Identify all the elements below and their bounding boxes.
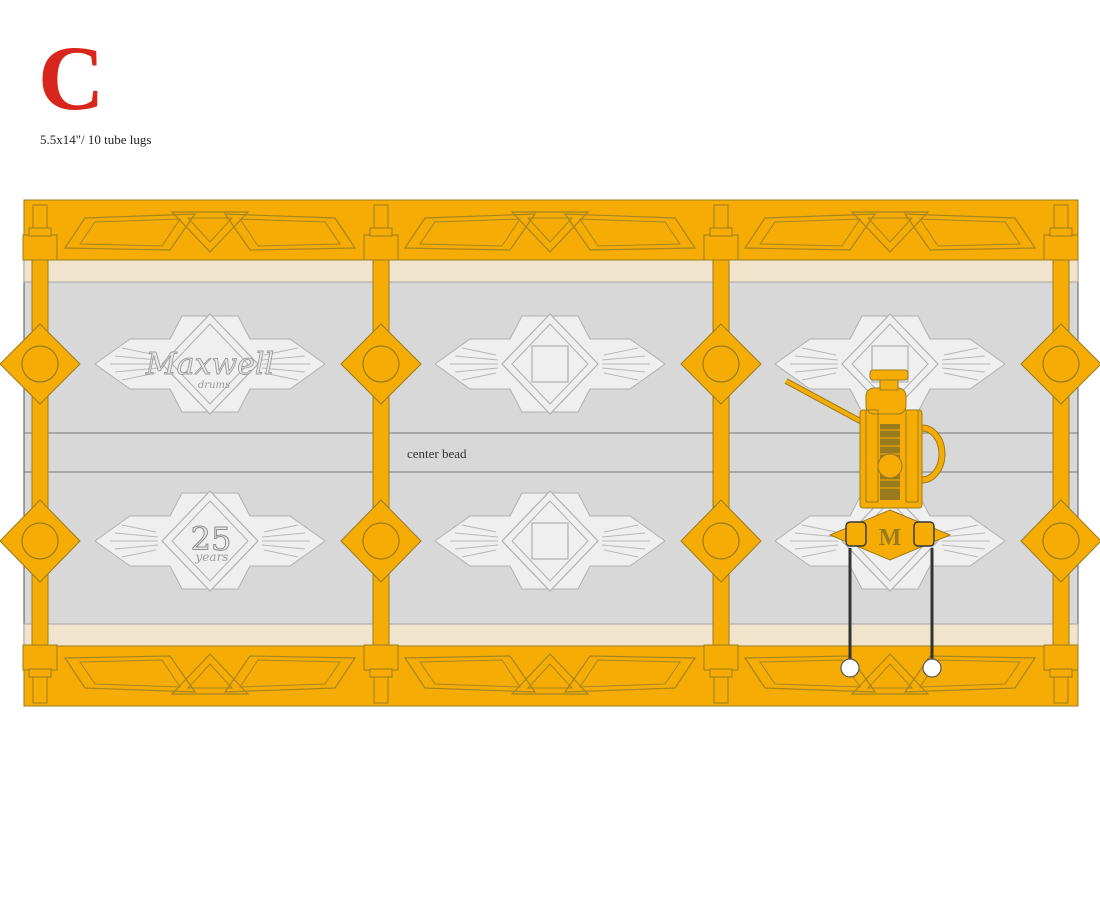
anniversary-word: years <box>195 550 229 564</box>
section-letter: C <box>38 27 105 129</box>
inlay-25-years: 25 years <box>94 490 326 592</box>
anniversary-number: 25 <box>191 520 232 558</box>
strainer-badge: M <box>879 525 902 551</box>
bottom-bearing-edge <box>23 623 1079 647</box>
center-bead-label: center bead <box>407 446 467 461</box>
drum-spec: 5.5x14"/ 10 tube lugs <box>40 132 152 147</box>
logo-sub: drums <box>198 380 230 391</box>
inlay-maxwell-logo: Maxwell drums <box>94 313 326 415</box>
logo-script: Maxwell <box>145 347 274 382</box>
top-bearing-edge <box>23 259 1079 283</box>
snare-strainer: M <box>784 369 952 678</box>
